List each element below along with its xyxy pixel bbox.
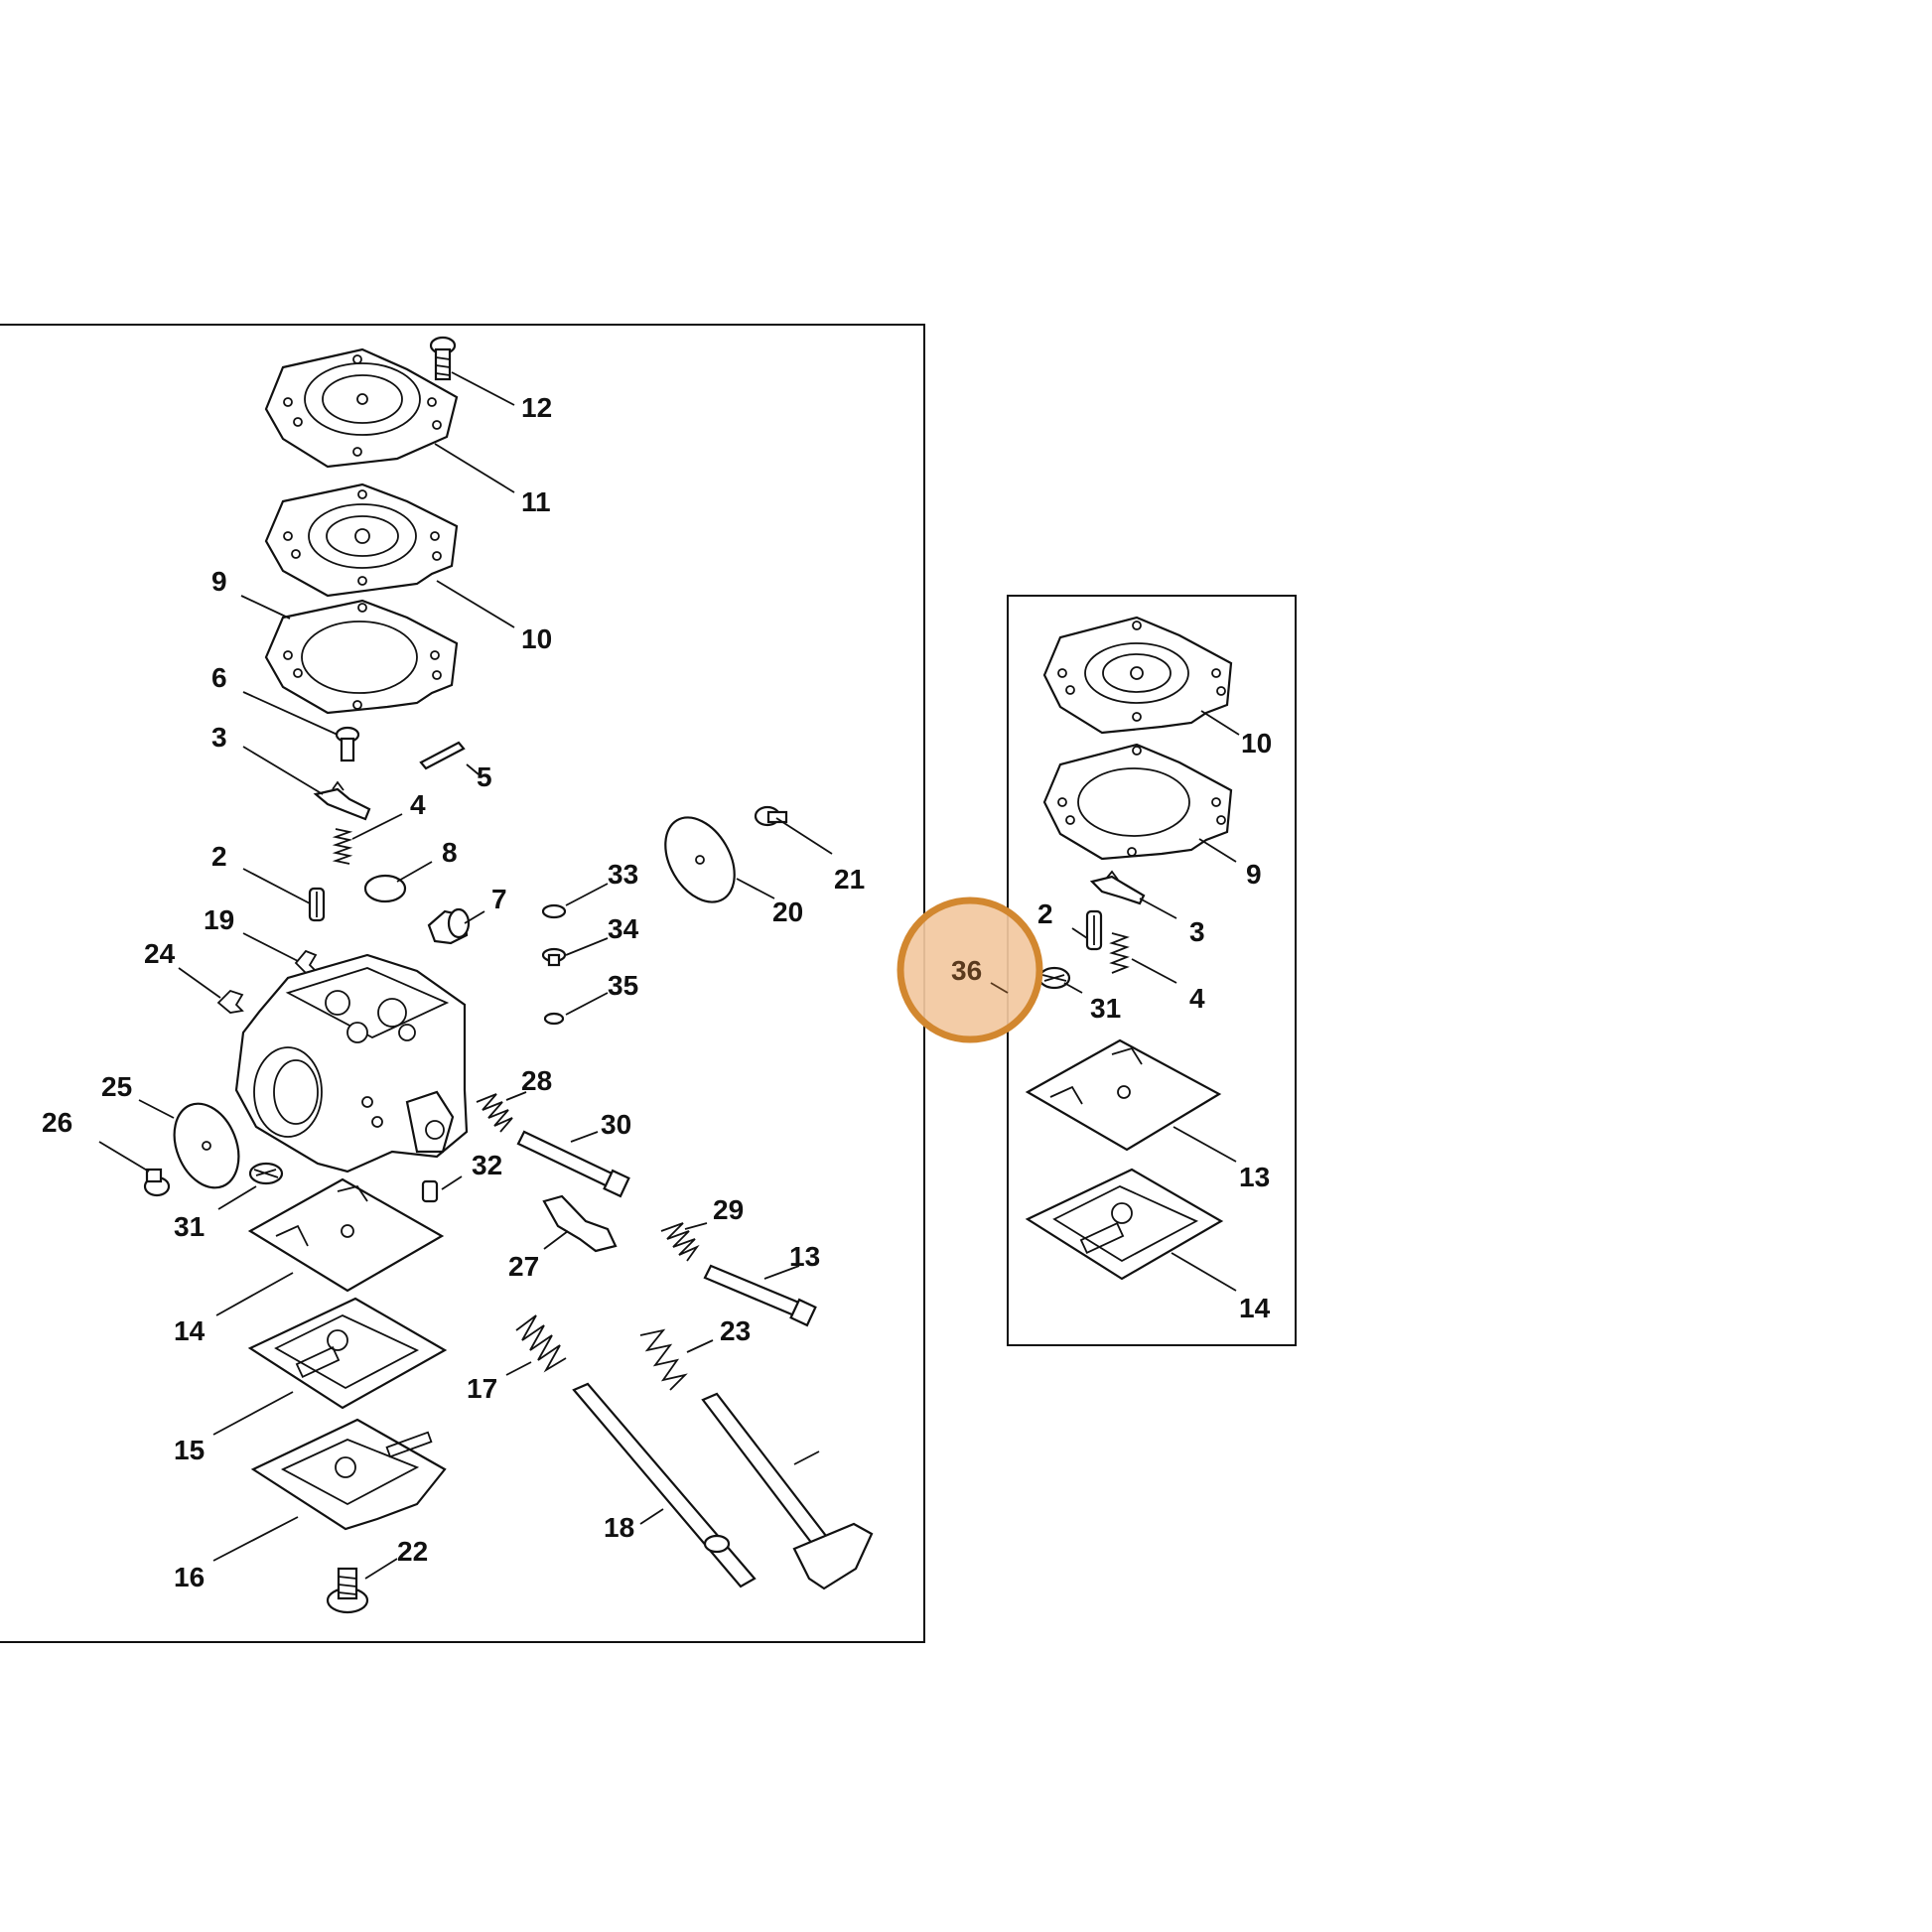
part-ring-33 xyxy=(541,903,567,919)
part-shaft-18 xyxy=(701,1392,874,1590)
kit-callout-3: 3 xyxy=(1189,916,1205,947)
part-screw-16 xyxy=(326,1567,369,1614)
part-plug-32 xyxy=(421,1179,439,1203)
part-plug-8 xyxy=(363,874,407,903)
callout-20: 20 xyxy=(772,897,803,927)
part-clip-24 xyxy=(216,989,244,1014)
callout-15: 16 xyxy=(174,1562,205,1592)
part-spring-28a xyxy=(476,1093,513,1133)
part-gasket-13 xyxy=(247,1177,445,1293)
kit-part-gasket-14 xyxy=(1025,1168,1224,1281)
callout-29: 13 xyxy=(789,1241,820,1272)
leader-lines-kit xyxy=(1063,710,1240,1292)
part-lever-3 xyxy=(313,780,371,821)
highlight-circle[interactable] xyxy=(897,897,1043,1043)
highlight-label-36: 36 xyxy=(951,955,982,986)
part-spring-4 xyxy=(332,828,353,865)
callout-4: 4 xyxy=(410,789,426,820)
part-spring-22 xyxy=(515,1314,567,1373)
callout-3: 3 xyxy=(211,722,227,753)
part-ring-35 xyxy=(543,1012,565,1026)
kit-callout-10: 10 xyxy=(1241,728,1272,759)
part-spring-17 xyxy=(639,1328,688,1391)
callout-11: 11 xyxy=(521,486,551,517)
callout-22: 17 xyxy=(467,1373,497,1404)
part-spring-28b xyxy=(660,1222,700,1262)
callout-6: 6 xyxy=(211,662,227,693)
part-screw-12 xyxy=(429,336,457,381)
kit-callout-9: 9 xyxy=(1246,859,1262,890)
part-gasket-14 xyxy=(247,1297,448,1410)
callout-5: 5 xyxy=(477,761,492,792)
callout-25: 25 xyxy=(101,1071,132,1102)
kit-part-gasket-13 xyxy=(1025,1038,1222,1152)
kit-part-spring-4 xyxy=(1109,932,1130,974)
callout-28a: 28 xyxy=(521,1065,552,1096)
kit-callout-31: 31 xyxy=(1090,993,1121,1024)
kit-part-gasket-9 xyxy=(1042,743,1233,861)
part-pin-5 xyxy=(419,741,466,770)
callout-23: 18 xyxy=(604,1512,634,1543)
part-screw-29 xyxy=(703,1264,817,1327)
part-screw-30 xyxy=(516,1130,630,1198)
part-valve-34 xyxy=(541,947,567,967)
highlight-marker[interactable]: 36 xyxy=(897,897,1043,1043)
callout-35: 35 xyxy=(608,970,638,1001)
main-panel: 12 11 10 9 6 3 5 4 2 8 7 19 24 33 34 35 … xyxy=(0,324,925,1643)
part-shaft-23 xyxy=(572,1382,757,1588)
part-screw-27 xyxy=(542,1194,618,1253)
callout-7: 7 xyxy=(491,884,507,914)
callout-14: 15 xyxy=(174,1435,205,1465)
kit-callout-2: 2 xyxy=(1037,898,1053,929)
leader-lines-main xyxy=(98,371,833,1580)
part-needle-2 xyxy=(308,887,326,922)
callout-26: 26 xyxy=(42,1107,72,1138)
callout-10: 10 xyxy=(521,623,552,654)
callout-21: 21 xyxy=(834,864,865,895)
callout-32: 32 xyxy=(472,1150,502,1180)
callout-24: 24 xyxy=(144,938,176,969)
kit-part-diaphragm-10 xyxy=(1042,616,1233,735)
kit-part-filter-31 xyxy=(1037,966,1071,990)
kit-panel: 10 9 2 3 31 4 13 14 xyxy=(1007,595,1297,1346)
callout-2: 2 xyxy=(211,841,227,872)
kit-callout-13: 13 xyxy=(1239,1162,1270,1192)
callout-17: 23 xyxy=(720,1315,751,1346)
part-filter-31 xyxy=(248,1162,284,1185)
part-diaphragm-10 xyxy=(264,483,459,598)
part-screw-21 xyxy=(754,805,788,827)
callout-13: 14 xyxy=(174,1315,206,1346)
part-cover-11 xyxy=(264,347,459,469)
part-disc-25 xyxy=(173,1102,240,1189)
part-plate-15 xyxy=(250,1418,447,1531)
callout-34: 34 xyxy=(608,913,639,944)
main-panel-frame xyxy=(0,324,925,1643)
part-carburetor-body xyxy=(234,953,469,1173)
kit-part-needle-2 xyxy=(1085,909,1103,951)
callout-30: 30 xyxy=(601,1109,631,1140)
callout-8: 8 xyxy=(442,837,458,868)
kit-callout-4: 4 xyxy=(1189,983,1205,1014)
part-fitting-7 xyxy=(427,907,471,945)
kit-part-lever-3 xyxy=(1089,870,1146,905)
callout-28b: 29 xyxy=(713,1194,744,1225)
callout-9: 9 xyxy=(211,566,227,597)
callout-16: 22 xyxy=(397,1536,428,1567)
callout-19: 19 xyxy=(204,904,234,935)
kit-callout-14: 14 xyxy=(1239,1293,1271,1323)
callouts-main: 12 11 10 9 6 3 5 4 2 8 7 19 24 33 34 35 … xyxy=(42,392,865,1592)
callout-31: 31 xyxy=(174,1211,205,1242)
part-gasket-9 xyxy=(264,599,459,715)
part-disc-20 xyxy=(664,816,736,903)
callout-33: 33 xyxy=(608,859,638,890)
callout-12: 12 xyxy=(521,392,552,423)
callout-27: 27 xyxy=(508,1251,539,1282)
part-screw-6 xyxy=(335,726,360,762)
part-screw-26 xyxy=(143,1168,171,1197)
callouts-kit: 10 9 2 3 31 4 13 14 xyxy=(1037,728,1272,1323)
